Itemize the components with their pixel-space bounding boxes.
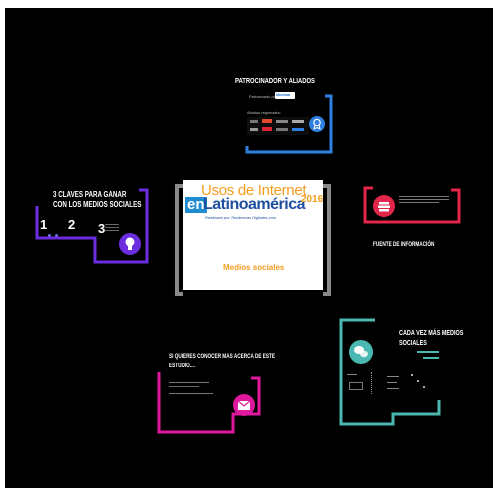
ally-logo — [276, 120, 288, 123]
estudio-frame[interactable]: SI QUIERES CONOCER MÁS ACERCA DE ESTE ES… — [155, 350, 275, 440]
sponsors-frame-border — [245, 94, 333, 154]
ally-logo — [250, 120, 258, 123]
cada-vez-title-line1: CADA VEZ MÁS MEDIOS — [399, 330, 464, 337]
sponsors-frame[interactable]: PATROCINADOR Y ALIADOS Patrocinado por: … — [235, 68, 345, 158]
fuente-description — [399, 196, 449, 205]
cada-vez-frame-border — [339, 318, 441, 426]
claves-title-line1: 3 CLAVES PARA GANAR — [53, 190, 127, 199]
center-card-brackets — [175, 184, 331, 296]
mail-icon — [233, 394, 255, 416]
prezi-canvas[interactable]: PATROCINADOR Y ALIADOS Patrocinado por: … — [5, 8, 493, 488]
ally-logo — [276, 128, 288, 131]
clave-number-2: 2 — [68, 217, 76, 232]
estudio-frame-border — [157, 372, 261, 434]
speech-bubbles-icon — [349, 340, 373, 364]
logo-line1: Usos de Internet — [201, 182, 307, 199]
clave-number-3: 3 — [98, 221, 106, 236]
fuente-frame[interactable]: FUENTE DE INFORMACIÓN — [355, 180, 465, 260]
sponsor-logo: Movistar — [275, 92, 295, 99]
center-card[interactable]: Usos de Internet en Latinoamérica 2016 R… — [173, 176, 333, 302]
ally-logo — [292, 120, 304, 123]
logo-year: 2016 — [301, 194, 324, 205]
cada-vez-stats — [347, 370, 437, 400]
center-panel: Usos de Internet en Latinoamérica 2016 R… — [183, 180, 323, 290]
allies-label: Aliados regionales: — [247, 110, 281, 115]
estudio-contact — [169, 382, 219, 394]
clave-dots — [48, 224, 59, 242]
claves-frame-border — [35, 188, 149, 264]
ally-logo — [292, 128, 304, 131]
cada-vez-frame[interactable]: CADA VEZ MÁS MEDIOS SOCIALES — [335, 318, 463, 428]
claves-frame[interactable]: 3 CLAVES PARA GANAR CON LOS MEDIOS SOCIA… — [35, 188, 165, 273]
allies-logos — [247, 117, 309, 135]
ally-logo — [262, 119, 272, 123]
ally-logo — [262, 127, 272, 131]
cada-vez-title-line2: SOCIALES — [399, 340, 427, 347]
logo-en: en — [185, 196, 207, 213]
fuente-frame-border — [363, 186, 461, 224]
clave-text — [105, 224, 119, 238]
clave-number-1: 1 — [40, 217, 48, 232]
sponsors-title: PATROCINADOR Y ALIADOS — [235, 76, 315, 85]
sponsor-brand: Movistar — [276, 93, 291, 97]
logo-tagline: Realizado por Tendencias Digitales.com — [205, 215, 277, 220]
claves-title-line2: CON LOS MEDIOS SOCIALES — [53, 200, 142, 209]
ally-logo — [250, 128, 258, 131]
estudio-title-line2: ESTUDIO.... — [169, 363, 196, 369]
books-icon — [373, 195, 395, 217]
award-badge-icon — [309, 116, 325, 132]
center-subtitle: Medios sociales — [223, 263, 285, 272]
sponsored-by-label: Patrocinado por: — [249, 94, 279, 99]
logo-line2: Latinoamérica — [203, 196, 305, 213]
fuente-title: FUENTE DE INFORMACIÓN — [373, 242, 435, 248]
estudio-title-line1: SI QUIERES CONOCER MÁS ACERCA DE ESTE — [169, 354, 276, 360]
lightbulb-icon — [119, 233, 141, 255]
